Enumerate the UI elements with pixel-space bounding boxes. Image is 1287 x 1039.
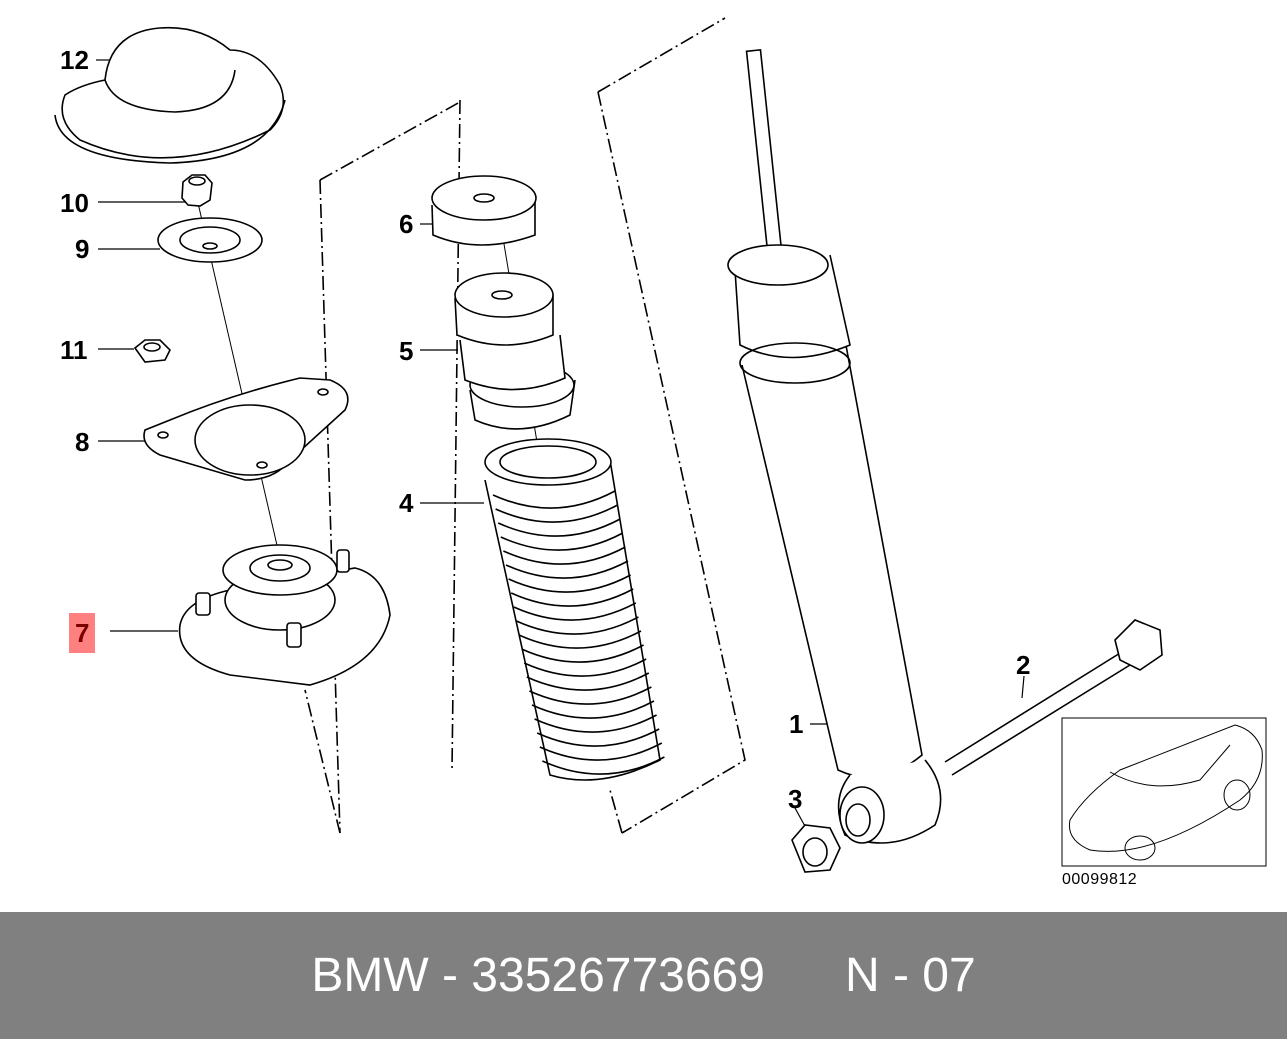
callout-2[interactable]: 2	[1016, 650, 1031, 680]
bellows-ring	[542, 757, 664, 774]
callout-11[interactable]: 11	[60, 335, 88, 365]
footer-bar: BMW - 33526773669 N - 07	[0, 912, 1287, 1039]
callout-4[interactable]: 4	[399, 488, 414, 518]
bellows-ring	[511, 589, 633, 606]
part-6-cap	[432, 176, 536, 245]
part-7-strut-mount	[180, 545, 390, 685]
part-5-bump-stop	[455, 273, 575, 429]
footer-part-number: 33526773669	[471, 949, 765, 1002]
bellows-ring	[540, 743, 662, 760]
callout-5[interactable]: 5	[399, 336, 414, 366]
footer-separator: -	[441, 949, 458, 1002]
bellows-ring	[527, 673, 649, 690]
callout-6[interactable]: 6	[399, 209, 414, 239]
vehicle-thumbnail	[1062, 718, 1266, 866]
bellows-ring	[506, 561, 628, 578]
bellows-ring	[509, 575, 631, 592]
part-11-nut	[135, 340, 170, 362]
bellows-ring	[496, 505, 618, 522]
part-2-bolt	[945, 620, 1162, 775]
part-1-shock-absorber	[728, 50, 941, 843]
group-frame-left	[305, 100, 460, 833]
footer-position: N - 07	[844, 949, 976, 1002]
group-frame-right	[598, 18, 745, 833]
bellows-ring	[493, 491, 615, 508]
callout-10[interactable]: 10	[60, 188, 89, 218]
callout-9[interactable]: 9	[75, 234, 90, 264]
bellows-ring	[503, 547, 625, 564]
part-12-top-cap	[55, 28, 285, 163]
footer-brand: BMW	[311, 949, 429, 1002]
callout-1[interactable]: 1	[789, 709, 804, 739]
bellows-ring	[519, 631, 641, 648]
bellows-ring	[522, 645, 644, 662]
part-10-nut	[182, 175, 212, 206]
bellows-ring	[535, 715, 657, 732]
part-8-plate	[144, 378, 348, 480]
bellows-ring	[516, 617, 638, 634]
bellows-ring	[532, 701, 654, 718]
bellows-ring	[514, 603, 636, 620]
bellows-rings	[493, 491, 664, 774]
parts-diagram	[0, 0, 1287, 912]
callout-7-highlighted[interactable]: 7	[69, 613, 96, 653]
bellows-ring	[524, 659, 646, 676]
callout-12[interactable]: 12	[60, 45, 89, 75]
bellows-ring	[537, 729, 659, 746]
callout-3[interactable]: 3	[788, 784, 803, 814]
part-3-nut	[792, 825, 840, 872]
diagram-reference-number: 00099812	[1062, 871, 1138, 888]
bellows-ring	[529, 687, 651, 704]
callout-8[interactable]: 8	[75, 427, 90, 457]
part-4-dust-boot	[485, 439, 660, 780]
part-9-washer	[158, 218, 262, 262]
bellows-ring	[498, 519, 620, 536]
bellows-ring	[501, 533, 623, 550]
